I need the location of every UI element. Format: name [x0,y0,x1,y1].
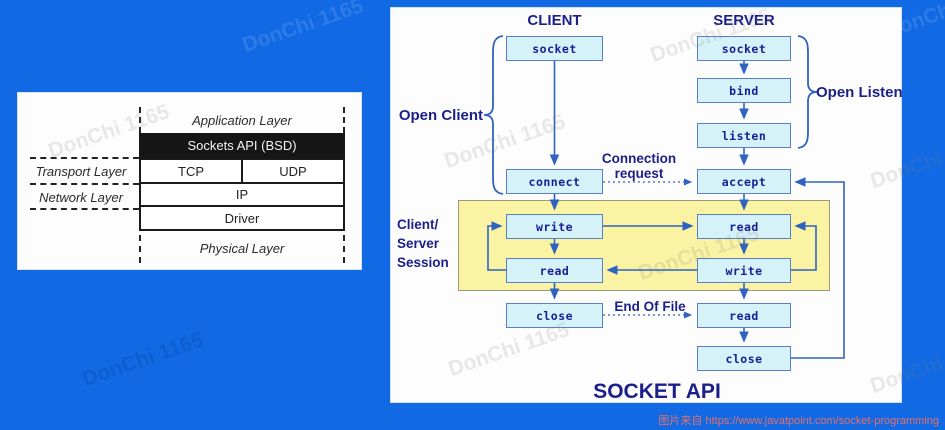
transport-layer-label: Transport Layer [35,163,127,179]
open-listen-label: Open Listen [816,84,903,101]
watermark: DonChi 1165 [239,0,367,57]
physical-layer-dashed-bounds [139,235,345,263]
protocol-stack-panel: Application Layer Sockets API (BSD) TCP … [17,92,362,270]
client-write-box: write [506,214,603,239]
application-layer-dashed-bounds [139,107,345,133]
server-bind-box: bind [697,78,791,103]
dashed-separator [30,183,139,185]
server-listen-box: listen [697,123,791,148]
server-write-box: write [697,258,791,283]
client-connect-box: connect [506,169,603,194]
session-label-line2: Server [397,236,440,251]
application-layer-label: Application Layer [192,113,292,128]
server-read2-box: read [697,303,791,328]
connection-request-line2: request [614,165,664,181]
network-layer-label: Network Layer [39,189,123,205]
client-read-box: read [506,258,603,283]
ip-row: IP [139,182,345,207]
socket-api-title: SOCKET API [593,380,721,403]
physical-layer-label: Physical Layer [199,241,285,256]
server-socket-box: socket [697,36,791,61]
tcp-cell: TCP [178,163,204,179]
server-read1-box: read [697,214,791,239]
transport-row: TCP UDP [139,158,345,184]
dashed-separator [30,157,139,159]
sockets-api-bar: Sockets API (BSD) [139,133,345,158]
client-heading: CLIENT [527,12,582,29]
connection-request-label: Connection request [589,151,689,181]
dashed-separator [30,208,139,210]
session-label-line1: Client/ [397,217,439,232]
watermark: DonChi 1165 [79,328,207,391]
source-caption: 图片来自 https://www.javatpoint.com/socket-p… [658,415,939,427]
open-client-brace [483,35,504,195]
stack-column: Sockets API (BSD) TCP UDP IP Driver [139,133,345,231]
open-client-label: Open Client [398,107,483,124]
server-close-box: close [697,346,791,371]
server-accept-box: accept [697,169,791,194]
server-heading: SERVER [713,12,775,29]
connection-request-line1: Connection [601,151,677,166]
session-label-line3: Session [397,255,449,270]
socket-api-panel: CLIENT SERVER socket connect write read … [390,7,903,403]
end-of-file-label: End Of File [614,299,686,314]
client-socket-box: socket [506,36,603,61]
client-close-box: close [506,303,603,328]
connector-arrows [483,35,845,359]
udp-cell: UDP [241,160,343,182]
open-listen-brace [797,35,818,149]
driver-row: Driver [139,205,345,231]
session-label: Client/ Server Session [397,215,449,272]
